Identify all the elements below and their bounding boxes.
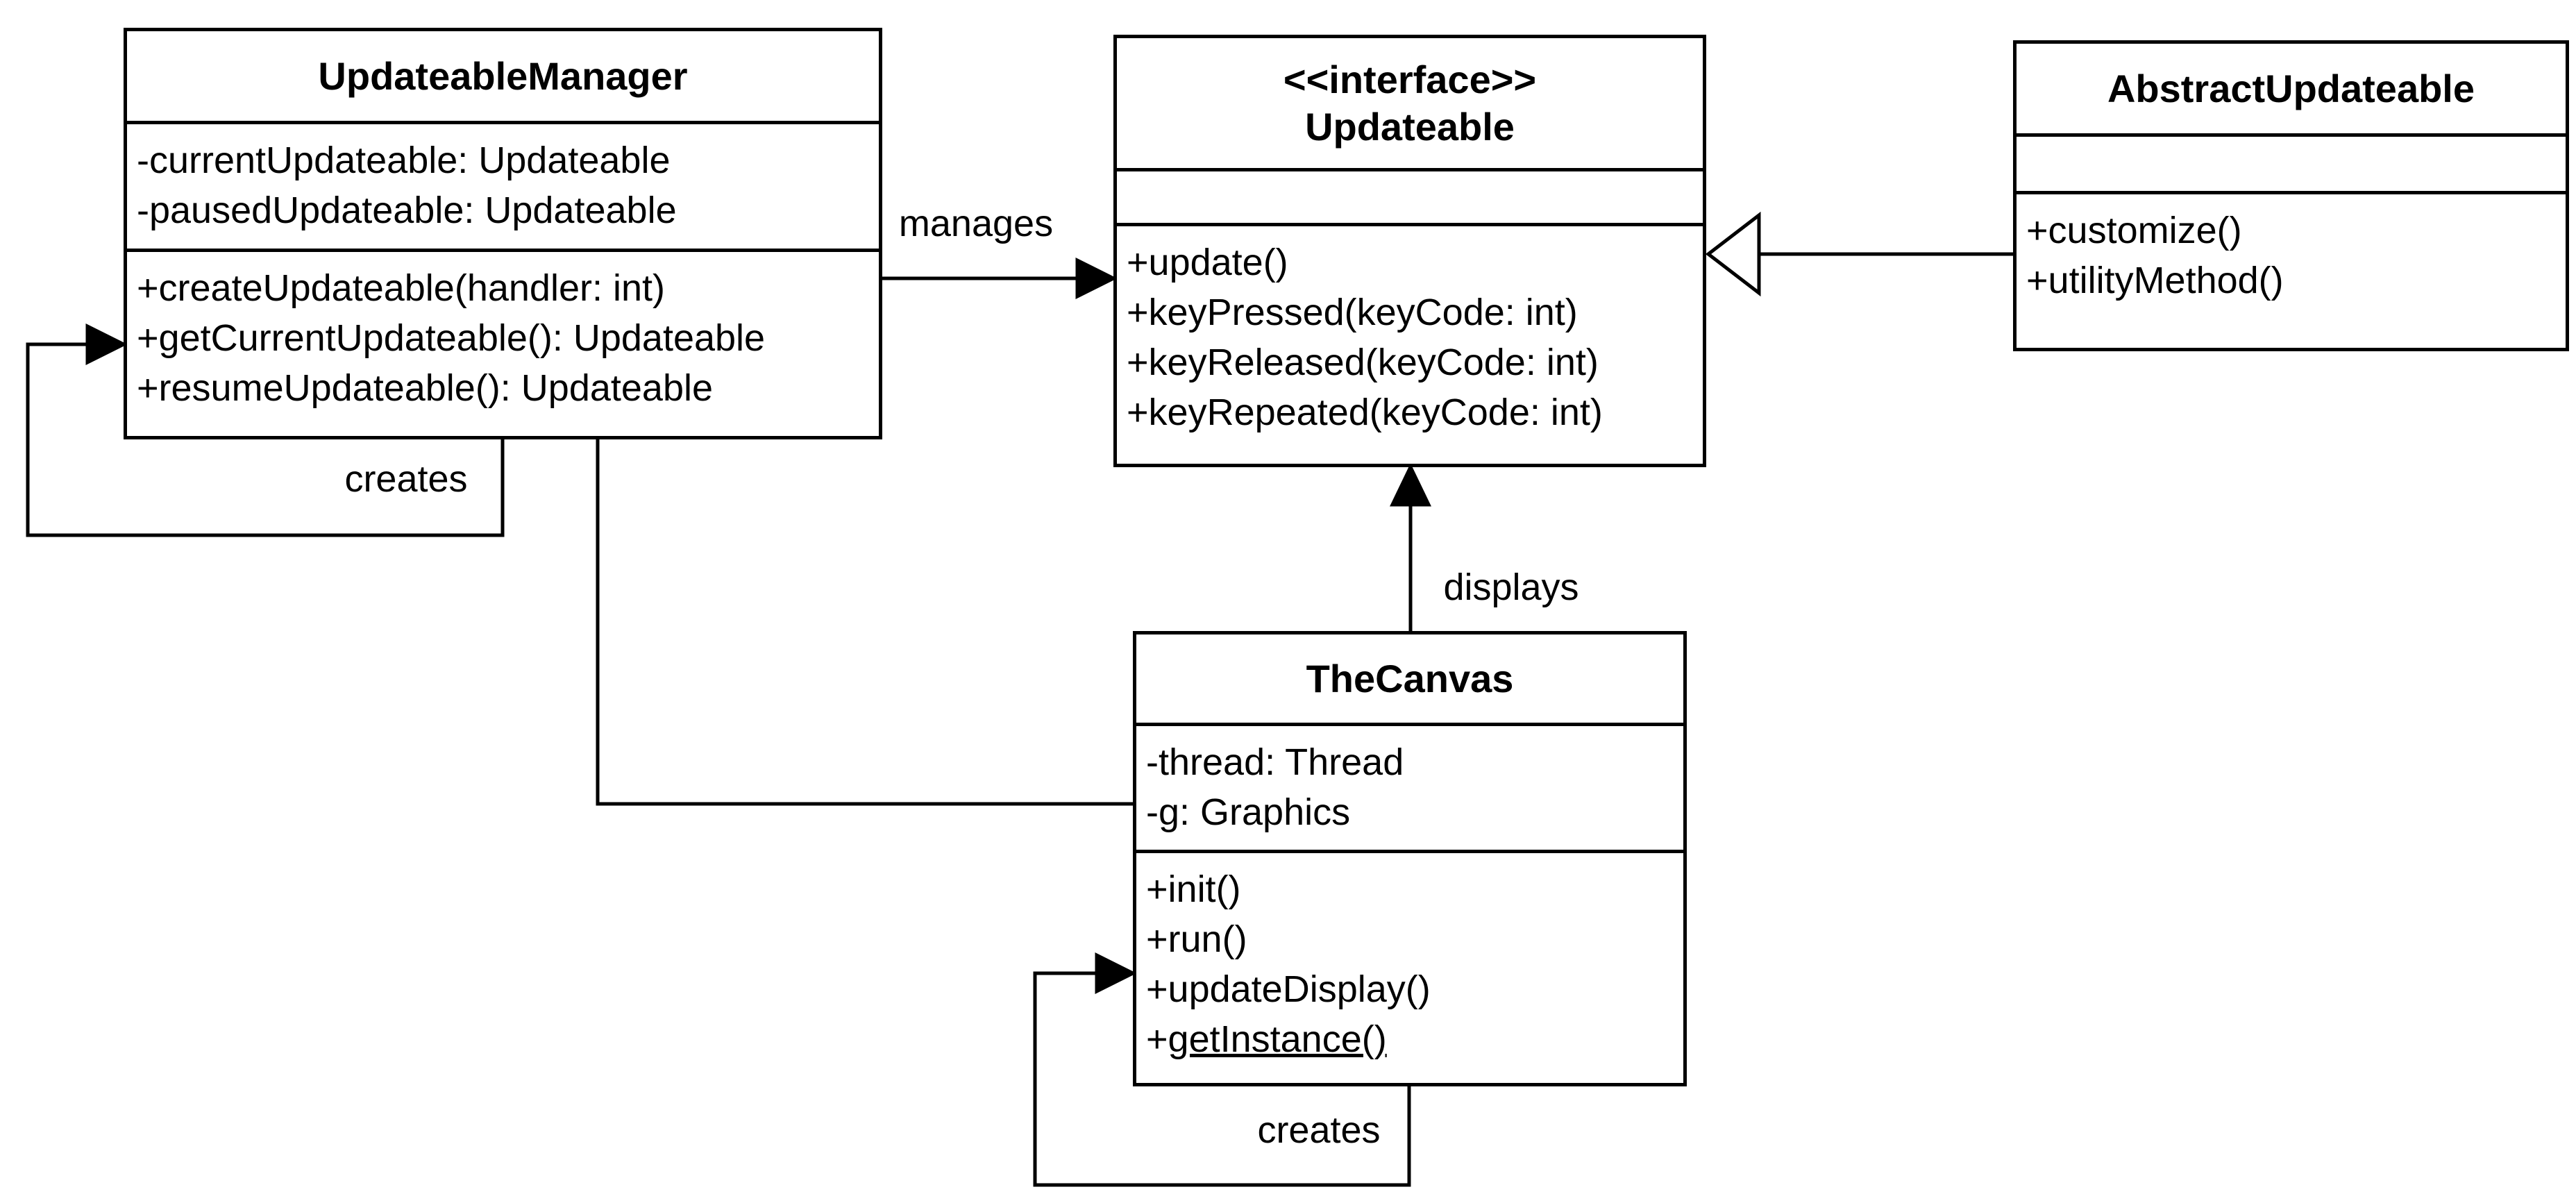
attributes-compartment	[1117, 171, 1703, 226]
attributes-compartment: -thread: Thread -g: Graphics	[1136, 726, 1683, 853]
edge-label-creates-manager: creates	[344, 458, 468, 500]
methods-compartment: +customize() +utilityMethod()	[2017, 194, 2566, 348]
member-line: +update()	[1127, 242, 1288, 283]
member-line: +resumeUpdateable(): Updateable	[137, 367, 714, 409]
arrowhead-filled	[85, 323, 128, 366]
member-line: +getCurrentUpdateable(): Updateable	[137, 317, 766, 359]
class-name: Updateable	[1305, 104, 1515, 149]
arrowhead-filled	[1390, 463, 1431, 507]
class-name: AbstractUpdateable	[2107, 66, 2475, 110]
member-line: +updateDisplay()	[1146, 968, 1431, 1010]
realization-abstract-updateable	[1705, 211, 2013, 297]
arrowhead-hollow-triangle	[1705, 211, 1761, 297]
member-line: +customize()	[2026, 210, 2242, 251]
arrowhead-filled	[1075, 257, 1118, 300]
class-the-canvas: TheCanvas -thread: Thread -g: Graphics +i…	[1133, 631, 1687, 1086]
member-line: +getInstance()	[1146, 1018, 1387, 1060]
class-title: TheCanvas	[1136, 634, 1683, 726]
edge-label-creates-canvas: creates	[1257, 1109, 1381, 1151]
class-stereotype: <<interface>>	[1283, 57, 1537, 101]
member-line: +utilityMethod()	[2026, 260, 2284, 301]
member-line: +keyReleased(keyCode: int)	[1127, 342, 1599, 383]
edge-label-displays: displays	[1443, 566, 1579, 608]
member-line: -pausedUpdateable: Updateable	[137, 190, 677, 231]
class-updateable-interface: <<interface>> Updateable +update() +keyPr…	[1113, 35, 1706, 467]
member-line: +run()	[1146, 918, 1247, 960]
member-line: +keyPressed(keyCode: int)	[1127, 292, 1578, 333]
attributes-compartment	[2017, 137, 2566, 194]
member-line: -thread: Thread	[1146, 741, 1404, 783]
class-name: UpdateableManager	[318, 53, 688, 98]
member-line: +keyRepeated(keyCode: int)	[1127, 392, 1603, 433]
methods-compartment: +init() +run() +updateDisplay() +getInstanc…	[1136, 853, 1683, 1083]
class-title: <<interface>> Updateable	[1117, 38, 1703, 171]
association-displays	[1390, 463, 1431, 631]
member-line: +init()	[1146, 868, 1241, 910]
member-line: +createUpdateable(handler: int)	[137, 267, 665, 309]
association-manages	[879, 257, 1118, 300]
member-line: -g: Graphics	[1146, 791, 1351, 833]
association-manager-thecanvas	[596, 437, 1133, 806]
methods-compartment: +createUpdateable(handler: int) +getCurre…	[127, 252, 879, 436]
class-title: UpdateableManager	[127, 31, 879, 124]
self-association-manager-creates	[26, 323, 505, 537]
class-updateable-manager: UpdateableManager -currentUpdateable: Up…	[124, 28, 882, 439]
member-line: -currentUpdateable: Updateable	[137, 140, 671, 181]
class-title: AbstractUpdateable	[2017, 44, 2566, 137]
class-abstract-updateable: AbstractUpdateable +customize() +utilityM…	[2013, 40, 2569, 351]
arrowhead-filled	[1095, 952, 1137, 995]
methods-compartment: +update() +keyPressed(keyCode: int) +keyRe…	[1117, 226, 1703, 464]
class-name: TheCanvas	[1306, 656, 1514, 700]
edge-label-manages: manages	[898, 203, 1054, 244]
attributes-compartment: -currentUpdateable: Updateable -pausedUpd…	[127, 124, 879, 252]
self-association-canvas-creates	[1033, 952, 1411, 1187]
